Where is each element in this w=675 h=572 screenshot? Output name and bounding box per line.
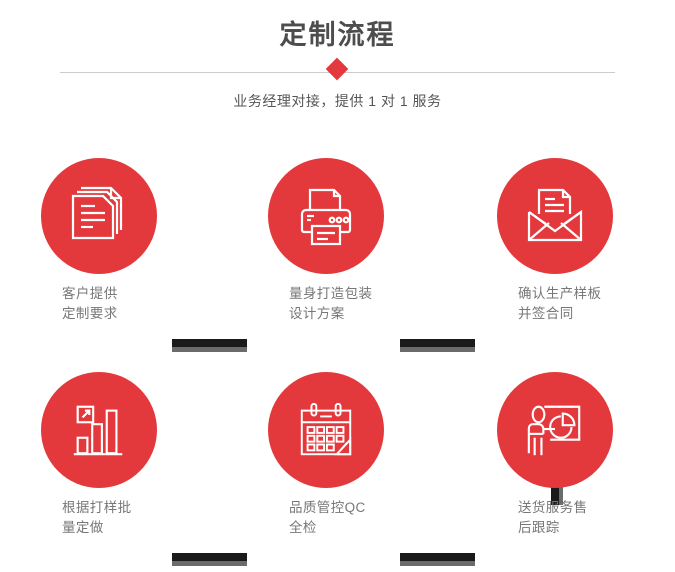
step-4-label: 根据打样批 量定做 <box>62 500 132 535</box>
step-6-icon-badge <box>497 372 613 488</box>
diamond-icon <box>325 57 349 81</box>
connector-step3-step6 <box>551 472 563 505</box>
calendar-icon <box>295 399 357 461</box>
presentation-pie-chart-icon <box>524 399 586 461</box>
page-subtitle: 业务经理对接，提供 1 对 1 服务 <box>233 93 442 109</box>
page-title: 定制流程 <box>279 20 396 50</box>
documents-stack-icon <box>67 184 131 248</box>
step-1-label: 客户提供 定制要求 <box>62 286 118 321</box>
bar-chart-growth-icon <box>68 399 130 461</box>
step-3-icon-badge <box>497 158 613 274</box>
process-flow: 客户提供 定制要求 <box>0 135 675 566</box>
process-step-3[interactable]: 确认生产样板 并签合同 <box>440 158 670 358</box>
step-6-label: 送货服务售 后跟踪 <box>518 500 588 535</box>
process-step-2[interactable]: 量身打造包装 设计方案 <box>211 158 441 358</box>
process-step-5[interactable]: 品质管控QC 全检 <box>211 372 441 572</box>
header: 定制流程 业务经理对接，提供 1 对 1 服务 <box>0 0 675 135</box>
step-2-icon-badge <box>268 158 384 274</box>
step-4-icon-badge <box>41 372 157 488</box>
step-3-label: 确认生产样板 并签合同 <box>518 286 602 321</box>
printer-icon <box>294 184 358 248</box>
envelope-document-icon <box>523 184 587 248</box>
step-5-icon-badge <box>268 372 384 488</box>
connector-step1-step2 <box>172 339 247 352</box>
step-5-label: 品质管控QC 全检 <box>289 500 366 535</box>
process-step-4[interactable]: 根据打样批 量定做 <box>0 372 214 572</box>
step-1-icon-badge <box>41 158 157 274</box>
connector-step2-step3 <box>400 339 475 352</box>
process-step-6[interactable]: 送货服务售 后跟踪 <box>440 372 670 572</box>
process-step-1[interactable]: 客户提供 定制要求 <box>0 158 214 358</box>
step-2-label: 量身打造包装 设计方案 <box>289 286 373 321</box>
